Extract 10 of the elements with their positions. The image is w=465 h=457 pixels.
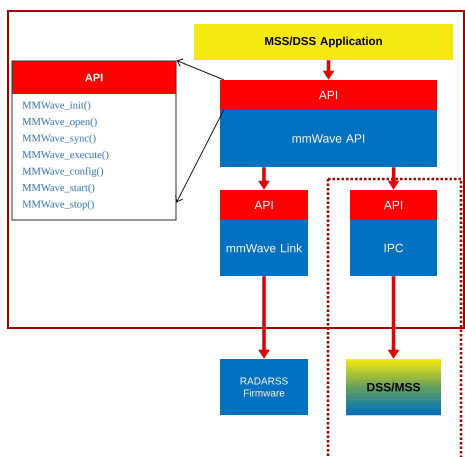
subsystem-box: DSS/MSS: [346, 359, 441, 416]
module-box: API mmWave API: [220, 80, 437, 167]
api-list-box: API MMWave_init() MMWave_open() MMWave_sync() MMWave_execute() MMWave_config() MMWave_start() MMWave_stop(): [12, 60, 176, 220]
module-box: API mmWave Link: [220, 190, 308, 276]
arrow: [176, 58, 224, 80]
arrow: [175, 109, 224, 202]
node-label: DSS/MSS: [367, 382, 420, 392]
module-box: API IPC: [350, 190, 437, 276]
application-box: MSS/DSS Application: [194, 24, 453, 60]
firmware-box: RADARSS Firmware: [220, 359, 308, 415]
